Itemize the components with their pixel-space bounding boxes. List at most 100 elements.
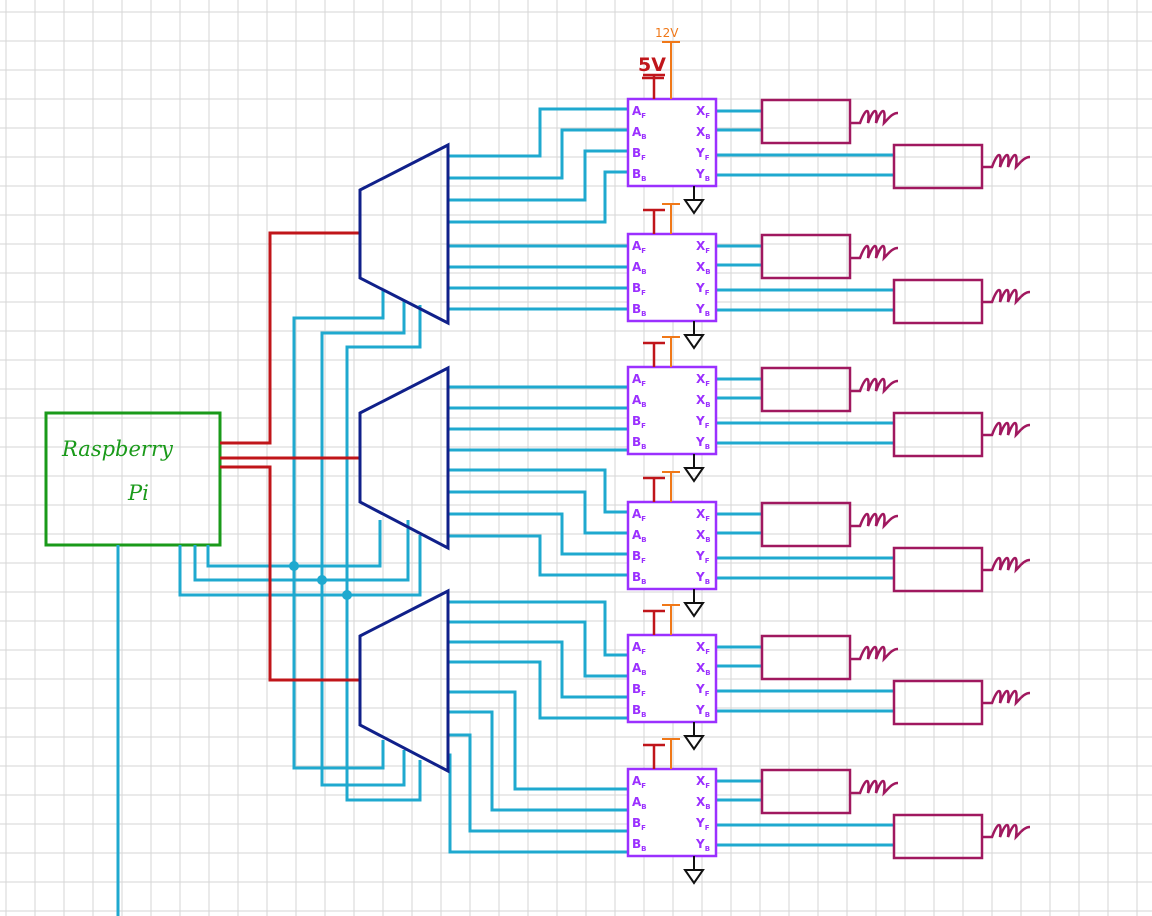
raspberry-pi: Raspberry Pi bbox=[44, 411, 222, 547]
signal-wire bbox=[448, 640, 628, 699]
driver-box bbox=[626, 500, 718, 591]
driver-pin-subscript: F bbox=[641, 515, 646, 523]
junction-dot bbox=[289, 561, 299, 571]
coil-icon bbox=[982, 153, 1031, 171]
select-riser bbox=[292, 566, 385, 770]
driver-box bbox=[626, 365, 718, 456]
driver-pin-subscript: B bbox=[641, 133, 646, 141]
driver-pin-subscript: F bbox=[705, 648, 710, 656]
load-box bbox=[892, 143, 984, 190]
load-box bbox=[760, 233, 852, 280]
driver-pin-subscript: B bbox=[641, 803, 646, 811]
driver-pin-subscript: F bbox=[641, 289, 646, 297]
driver-pin-subscript: B bbox=[705, 133, 710, 141]
select-riser bbox=[292, 290, 385, 566]
coil-icon bbox=[850, 779, 899, 797]
driver-pin-subscript: B bbox=[705, 310, 710, 318]
driver-pin-subscript: B bbox=[641, 401, 646, 409]
driver-pin-subscript: F bbox=[641, 782, 646, 790]
driver-pin-subscript: F bbox=[705, 380, 710, 388]
driver-pin-subscript: B bbox=[705, 669, 710, 677]
load-box bbox=[760, 768, 852, 815]
driver-pin-subscript: F bbox=[641, 557, 646, 565]
coil-icon bbox=[850, 244, 899, 262]
signal-wire bbox=[448, 660, 628, 720]
signal-wire bbox=[448, 600, 628, 657]
driver-pin-subscript: F bbox=[641, 422, 646, 430]
motor-pair-6 bbox=[760, 768, 1031, 860]
driver-pin-subscript: B bbox=[641, 845, 646, 853]
coil-icon bbox=[850, 645, 899, 663]
select-riser bbox=[345, 595, 422, 802]
driver-pin-subscript: F bbox=[641, 380, 646, 388]
driver-pin-subscript: F bbox=[641, 112, 646, 120]
driver-pin-subscript: B bbox=[641, 175, 646, 183]
driver-pin-subscript: B bbox=[705, 401, 710, 409]
signal-wire bbox=[448, 620, 628, 678]
power-wire bbox=[220, 231, 360, 445]
driver-pin-subscript: F bbox=[705, 515, 710, 523]
signal-wire bbox=[448, 512, 628, 556]
driver-pin-subscript: B bbox=[705, 268, 710, 276]
multiplexers bbox=[358, 142, 450, 774]
driver-pin-subscript: B bbox=[641, 578, 646, 586]
ground-symbol bbox=[683, 602, 705, 618]
ground-symbol bbox=[683, 735, 705, 751]
load-box bbox=[760, 634, 852, 681]
driver-pin-subscript: B bbox=[705, 578, 710, 586]
driver-pin-subscript: B bbox=[641, 443, 646, 451]
ground-symbol bbox=[683, 467, 705, 483]
driver-box bbox=[626, 633, 718, 724]
coil-icon bbox=[982, 823, 1031, 841]
load-box bbox=[892, 546, 984, 593]
driver-pin-subscript: F bbox=[641, 648, 646, 656]
select-riser bbox=[320, 300, 406, 580]
driver-pin-subscript: F bbox=[705, 690, 710, 698]
driver-pin-subscript: F bbox=[705, 154, 710, 162]
supply-5v-label: 5V bbox=[638, 54, 666, 76]
driver-pin-subscript: F bbox=[641, 824, 646, 832]
select-bus bbox=[193, 520, 410, 582]
select-riser bbox=[345, 305, 422, 595]
driver-pin-subscript: B bbox=[705, 536, 710, 544]
driver-pin-subscript: B bbox=[705, 175, 710, 183]
signal-wire bbox=[448, 534, 628, 577]
driver-pin-subscript: B bbox=[641, 536, 646, 544]
coil-icon bbox=[850, 109, 899, 127]
coil-icon bbox=[982, 556, 1031, 574]
load-box bbox=[892, 679, 984, 726]
driver-pin-subscript: F bbox=[705, 557, 710, 565]
load-box bbox=[760, 501, 852, 548]
supply-12v-label: 12V bbox=[655, 26, 679, 40]
driver-pin-subscript: B bbox=[641, 669, 646, 677]
raspberry-pi-label-line1: Raspberry bbox=[61, 437, 174, 461]
driver-pin-subscript: F bbox=[705, 422, 710, 430]
coil-icon bbox=[982, 421, 1031, 439]
load-box bbox=[760, 98, 852, 145]
load-box bbox=[892, 411, 984, 458]
signal-wire bbox=[448, 468, 628, 514]
motor-loads bbox=[760, 98, 1031, 860]
driver-pin-subscript: B bbox=[641, 310, 646, 318]
driver-pin-subscript: B bbox=[705, 711, 710, 719]
wire-junctions bbox=[289, 561, 352, 600]
ground-symbol bbox=[683, 869, 705, 885]
driver-pin-subscript: F bbox=[641, 690, 646, 698]
signal-wire bbox=[448, 753, 628, 854]
junction-dot bbox=[317, 575, 327, 585]
raspberry-pi-box bbox=[44, 411, 222, 547]
multiplexer-1 bbox=[358, 142, 450, 326]
coil-icon bbox=[982, 288, 1031, 306]
signal-wire bbox=[448, 733, 628, 833]
select-riser bbox=[320, 580, 406, 787]
driver-pin-subscript: B bbox=[705, 845, 710, 853]
driver-pin-subscript: B bbox=[705, 803, 710, 811]
load-box bbox=[760, 366, 852, 413]
multiplexer-2 bbox=[358, 365, 450, 551]
power-wires bbox=[220, 76, 664, 682]
coil-icon bbox=[850, 512, 899, 530]
